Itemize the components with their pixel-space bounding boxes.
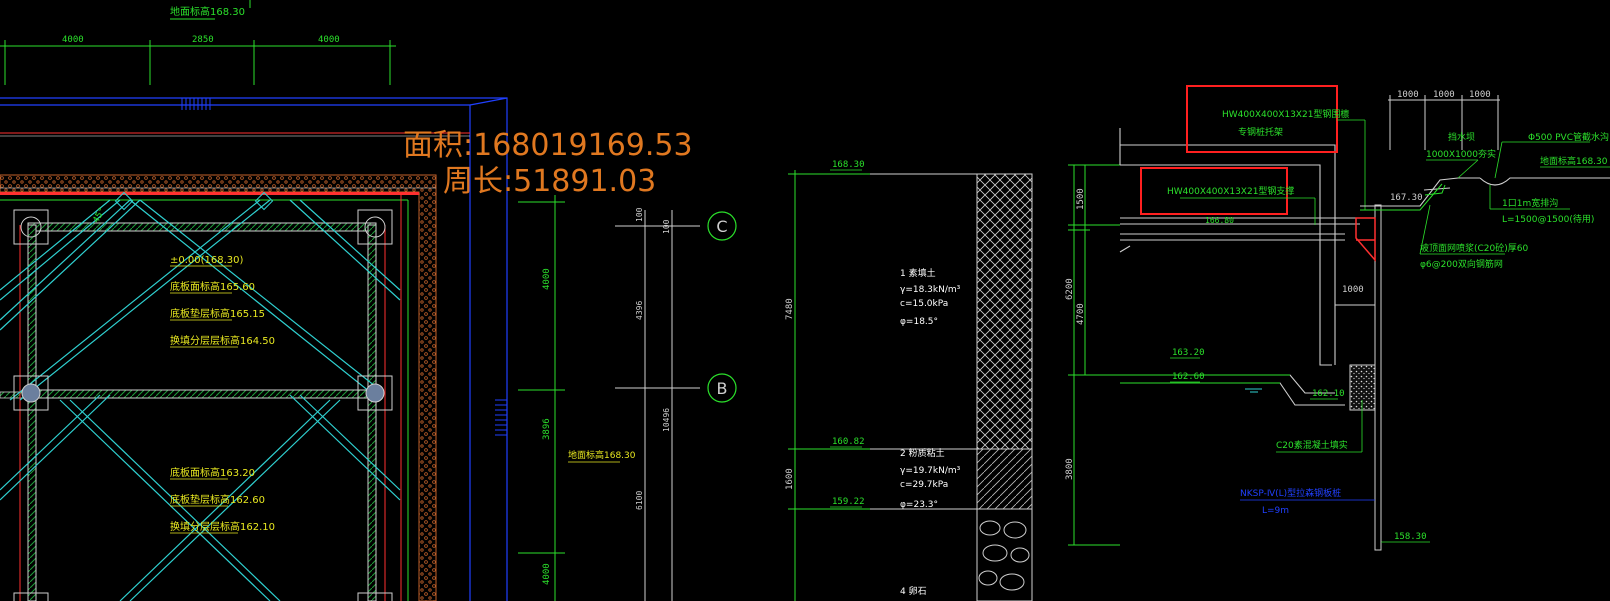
right-label-6: L=1500@1500(待用) — [1502, 213, 1594, 225]
top-dim-2: 1000 — [1433, 90, 1455, 100]
plan-label-7: 换填分层层标高162.10 — [170, 520, 275, 533]
layer-1-name: 1 素填土 — [900, 267, 936, 279]
plan-label-6: 底板垫层标高162.60 — [170, 493, 265, 506]
plan-label-1: ±0.00(168.30) — [170, 255, 244, 266]
plan-side-dimensions — [518, 195, 565, 601]
ground-elevation-label: 地面标高168.30 — [568, 449, 636, 461]
profile-elev-3: 159.22 — [832, 497, 865, 507]
measurement-overlay: 面积:168019169.53 周长:51891.03 — [403, 128, 693, 199]
nksp-length: L=9m — [1262, 506, 1289, 516]
layer-1-prop-2: c=15.0kPa — [900, 299, 948, 309]
section-detail: 1500 6200 4700 3800 HW400X400X13X21型钢围檩 … — [1065, 85, 1610, 551]
grid-dimension-lines — [615, 210, 700, 601]
profile-elev-2: 160.82 — [832, 437, 865, 447]
plan-dim-1: 4000 — [62, 35, 84, 45]
retaining-wall-band — [0, 174, 437, 601]
grid-dim-1: 100 — [635, 207, 644, 222]
section-elev-166: 166.80 — [1205, 216, 1234, 225]
side-dim-2: 3896 — [542, 418, 552, 440]
outer-boundary — [0, 97, 508, 601]
section-elev-158: 158.30 — [1394, 532, 1427, 542]
top-dim-3: 1000 — [1469, 90, 1491, 100]
c20-fill-label: C20素混凝土填实 — [1276, 439, 1348, 451]
axis-bubble-c[interactable]: C — [707, 211, 737, 241]
section-dim-1000: 1000 — [1342, 285, 1364, 295]
diagonal-bracing — [0, 199, 401, 601]
right-label-5: 1口1m宽排沟 — [1502, 197, 1558, 209]
layer-1-prop-3: φ=18.5° — [900, 317, 938, 327]
side-dim-3: 4000 — [542, 563, 552, 585]
strut-label: HW400X400X13X21型钢支撑 — [1167, 185, 1294, 197]
axis-bubble-b[interactable]: B — [707, 373, 737, 403]
upper-elevation-labels: ±0.00(168.30) 底板面标高165.60 底板垫层标高165.15 换… — [170, 255, 275, 347]
layer-1-prop-1: γ=18.3kN/m³ — [900, 285, 961, 295]
side-dim-1: 4000 — [542, 268, 552, 290]
waler-label: HW400X400X13X21型钢围檩 — [1222, 108, 1349, 120]
right-label-1: 挡水坝 — [1448, 131, 1475, 143]
layer-2-prop-1: γ=19.7kN/m³ — [900, 466, 961, 476]
top-dim-1: 1000 — [1397, 90, 1419, 100]
plan-dim-2: 2850 — [192, 35, 214, 45]
ground-elev-167: 167.30 — [1390, 193, 1423, 203]
waler-sublabel: 专钢桩托架 — [1238, 126, 1283, 138]
section-dim-3800: 3800 — [1065, 458, 1075, 480]
section-dim-1500: 1500 — [1076, 188, 1086, 210]
right-label-2: 1000X1000夯实 — [1426, 148, 1496, 160]
plan-label-5: 底板面标高163.20 — [170, 466, 255, 479]
profile-dim-1: 7480 — [785, 298, 795, 320]
plan-dim-3: 4000 — [318, 35, 340, 45]
profile-dim-2: 1600 — [785, 468, 795, 490]
grid-dim-2: 4396 — [635, 301, 644, 320]
section-dim-4700: 4700 — [1076, 303, 1086, 325]
plan-label-2: 底板面标高165.60 — [170, 280, 255, 293]
layer-2-name: 2 粉质粘土 — [900, 447, 945, 459]
nksp-label: NKSP-Ⅳ(L)型拉森钢板桩 — [1240, 487, 1341, 499]
section-dim-6200: 6200 — [1065, 278, 1075, 300]
highlight-box-waler[interactable] — [1186, 85, 1338, 153]
layer-2-prop-2: c=29.7kPa — [900, 480, 948, 490]
sheet-pile — [1374, 204, 1382, 551]
right-label-8: φ6@200双向钢筋网 — [1420, 258, 1503, 270]
perimeter-readout: 周长:51891.03 — [443, 164, 656, 199]
section-elev-163: 163.20 — [1172, 348, 1205, 358]
grid-dim-4: 6100 — [635, 491, 644, 510]
plan-label-3: 底板垫层标高165.15 — [170, 307, 265, 320]
lower-elevation-labels: 底板面标高163.20 底板垫层标高162.60 换填分层层标高162.10 — [170, 466, 275, 533]
grid-dim-3: 10496 — [662, 408, 671, 432]
soil-profile: 7480 1600 168.30 160.82 159.22 1 素填土 γ=1… — [785, 160, 1033, 601]
grid-dim-1b: 100 — [662, 219, 671, 234]
column-posts — [13, 209, 393, 601]
plan-label-4: 换填分层层标高164.50 — [170, 334, 275, 347]
section-elev-162-1: 162.10 — [1312, 389, 1345, 399]
plan-top-dimensions — [0, 40, 396, 85]
right-label-3: Φ500 PVC管截水沟 — [1528, 131, 1609, 143]
plan-view: 地面标高168.30 4000 2850 4000 — [0, 0, 737, 601]
profile-elev-1: 168.30 — [832, 160, 865, 170]
section-elev-162-6: 162.60 — [1172, 372, 1205, 382]
layer-3-name: 4 卵石 — [900, 586, 927, 597]
layer-2-prop-3: φ=23.3° — [900, 500, 938, 510]
highlight-box-strut[interactable] — [1140, 167, 1288, 215]
axis-label-b: B — [717, 379, 728, 398]
area-readout: 面积:168019169.53 — [403, 128, 693, 163]
right-label-4: 地面标高168.30 — [1540, 155, 1608, 167]
top-ground-label: 地面标高168.30 — [170, 5, 245, 18]
right-label-7: 坡顶面网喷浆(C20砼)厚60 — [1420, 242, 1528, 254]
axis-label-c: C — [716, 217, 727, 236]
